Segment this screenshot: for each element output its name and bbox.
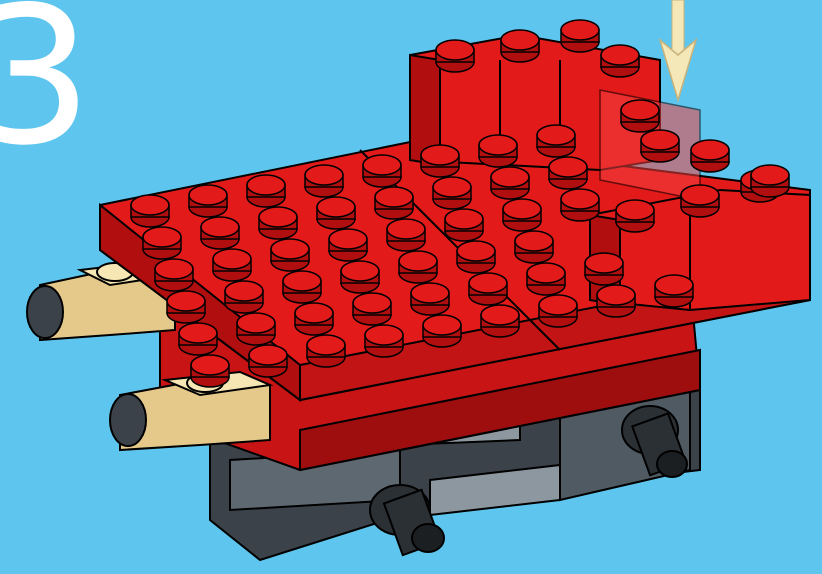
stud-icon — [681, 185, 719, 217]
stud-icon — [143, 227, 181, 259]
stud-icon — [457, 241, 495, 273]
stud-icon — [601, 45, 639, 77]
stud-icon — [131, 195, 169, 227]
stud-icon — [247, 175, 285, 207]
stud-icon — [225, 281, 263, 313]
stud-icon — [411, 283, 449, 315]
stud-icon — [421, 145, 459, 177]
stud-icon — [641, 130, 679, 162]
stud-icon — [501, 30, 539, 62]
stud-icon — [259, 207, 297, 239]
stud-icon — [549, 157, 587, 189]
stud-icon — [537, 125, 575, 157]
down-arrow-icon — [660, 0, 696, 100]
stud-icon — [616, 200, 654, 232]
stud-icon — [305, 165, 343, 197]
stud-icon — [295, 303, 333, 335]
stud-icon — [155, 259, 193, 291]
tan-clip-bottom — [110, 372, 270, 450]
stud-icon — [539, 295, 577, 327]
stud-icon — [491, 167, 529, 199]
stud-icon — [191, 355, 229, 387]
stud-icon — [399, 251, 437, 283]
stud-icon — [597, 285, 635, 317]
stud-icon — [179, 323, 217, 355]
stud-icon — [481, 305, 519, 337]
stud-icon — [353, 293, 391, 325]
stud-icon — [307, 335, 345, 367]
stud-icon — [375, 187, 413, 219]
stud-icon — [387, 219, 425, 251]
stud-icon — [271, 239, 309, 271]
stud-icon — [283, 271, 321, 303]
stud-icon — [249, 345, 287, 377]
stud-icon — [201, 217, 239, 249]
stud-icon — [585, 253, 623, 285]
stud-icon — [503, 199, 541, 231]
stud-icon — [436, 40, 474, 72]
stud-icon — [189, 185, 227, 217]
stud-icon — [621, 100, 659, 132]
stud-icon — [363, 155, 401, 187]
stud-icon — [691, 140, 729, 172]
stud-icon — [237, 313, 275, 345]
stud-icon — [317, 197, 355, 229]
stud-icon — [423, 315, 461, 347]
stud-icon — [469, 273, 507, 305]
stud-icon — [561, 20, 599, 52]
stud-icon — [655, 275, 693, 307]
stud-icon — [561, 189, 599, 221]
stud-icon — [479, 135, 517, 167]
stud-icon — [341, 261, 379, 293]
stud-icon — [167, 291, 205, 323]
stud-icon — [527, 263, 565, 295]
stud-icon — [365, 325, 403, 357]
stud-icon — [751, 165, 789, 197]
stud-icon — [213, 249, 251, 281]
stud-icon — [433, 177, 471, 209]
stud-icon — [445, 209, 483, 241]
stud-icon — [515, 231, 553, 263]
stud-icon — [329, 229, 367, 261]
